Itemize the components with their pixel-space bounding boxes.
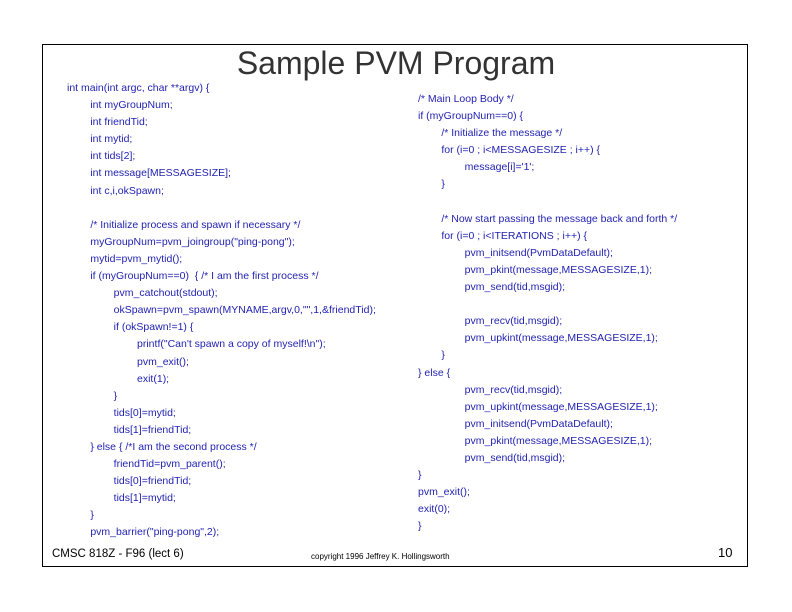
code-line	[67, 200, 376, 217]
code-line: }	[418, 349, 445, 362]
slide-frame	[42, 44, 748, 567]
code-line: pvm_send(tid,msgid);	[418, 451, 566, 464]
code-line: }	[67, 509, 94, 522]
code-block-left: int main(int argc, char **argv) { int my…	[67, 80, 376, 542]
code-line: int mytid;	[67, 133, 133, 146]
code-line: printf("Can't spawn a copy of myself!\n"…	[67, 338, 326, 351]
code-line: pvm_catchout(stdout);	[67, 287, 218, 300]
slide-title: Sample PVM Program	[236, 45, 556, 81]
code-block-right: /* Main Loop Body */ if (myGroupNum==0) {…	[418, 91, 677, 535]
code-line: friendTid=pvm_parent();	[67, 458, 226, 471]
code-line: /* Initialize the message */	[418, 127, 563, 140]
code-line: }	[418, 469, 422, 482]
code-line: int tids[2];	[67, 150, 136, 163]
code-line: int c,i,okSpawn;	[67, 184, 164, 197]
code-line: }	[418, 178, 445, 191]
code-line: } else { /*I am the second process */	[67, 440, 257, 453]
code-line: if (okSpawn!=1) {	[67, 321, 194, 334]
course-footer: CMSC 818Z - F96 (lect 6)	[52, 548, 184, 560]
code-line: message[i]='1';	[418, 161, 535, 174]
code-line: pvm_send(tid,msgid);	[418, 281, 566, 294]
code-line	[418, 194, 677, 211]
code-line: tids[1]=mytid;	[67, 492, 176, 505]
code-line: }	[67, 389, 118, 402]
code-line: exit(0);	[418, 503, 451, 516]
code-line: pvm_upkint(message,MESSAGESIZE,1);	[418, 400, 658, 413]
code-line: pvm_exit();	[418, 486, 470, 499]
code-line: if (myGroupNum==0) {	[418, 110, 524, 123]
code-line: myGroupNum=pvm_joingroup("ping-pong");	[67, 235, 295, 248]
code-line: pvm_barrier("ping-pong",2);	[67, 526, 220, 539]
code-line: pvm_pkint(message,MESSAGESIZE,1);	[418, 263, 652, 276]
code-line: pvm_recv(tid,msgid);	[418, 383, 563, 396]
code-line: for (i=0 ; i<MESSAGESIZE ; i++) {	[418, 144, 601, 157]
code-line: mytid=pvm_mytid();	[67, 252, 183, 265]
code-line: tids[0]=mytid;	[67, 406, 176, 419]
code-line: pvm_exit();	[67, 355, 189, 368]
code-line: /* Initialize process and spawn if neces…	[67, 218, 301, 231]
code-line: exit(1);	[67, 372, 170, 385]
code-line: int friendTid;	[67, 116, 148, 129]
code-line: } else {	[418, 366, 451, 379]
code-line: okSpawn=pvm_spawn(MYNAME,argv,0,"",1,&fr…	[67, 304, 376, 317]
code-line: for (i=0 ; i<ITERATIONS ; i++) {	[418, 229, 588, 242]
code-line: if (myGroupNum==0) { /* I am the first p…	[67, 270, 319, 283]
code-line: pvm_initsend(PvmDataDefault);	[418, 417, 613, 430]
code-line: pvm_upkint(message,MESSAGESIZE,1);	[418, 332, 658, 345]
code-line: pvm_pkint(message,MESSAGESIZE,1);	[418, 434, 652, 447]
code-line: pvm_recv(tid,msgid);	[418, 315, 563, 328]
code-line: tids[1]=friendTid;	[67, 423, 192, 436]
code-line: }	[418, 520, 422, 533]
code-line: pvm_initsend(PvmDataDefault);	[418, 246, 613, 259]
code-line: /* Now start passing the message back an…	[418, 212, 678, 225]
code-line: int message[MESSAGESIZE];	[67, 167, 231, 180]
copyright-footer: copyright 1996 Jeffrey K. Hollingsworth	[311, 552, 450, 561]
code-line: int myGroupNum;	[67, 99, 173, 112]
code-line: int main(int argc, char **argv) {	[67, 82, 210, 94]
code-line: tids[0]=friendTid;	[67, 475, 192, 488]
code-line	[418, 296, 677, 313]
code-line: /* Main Loop Body */	[418, 93, 514, 105]
page-number: 10	[718, 545, 733, 560]
